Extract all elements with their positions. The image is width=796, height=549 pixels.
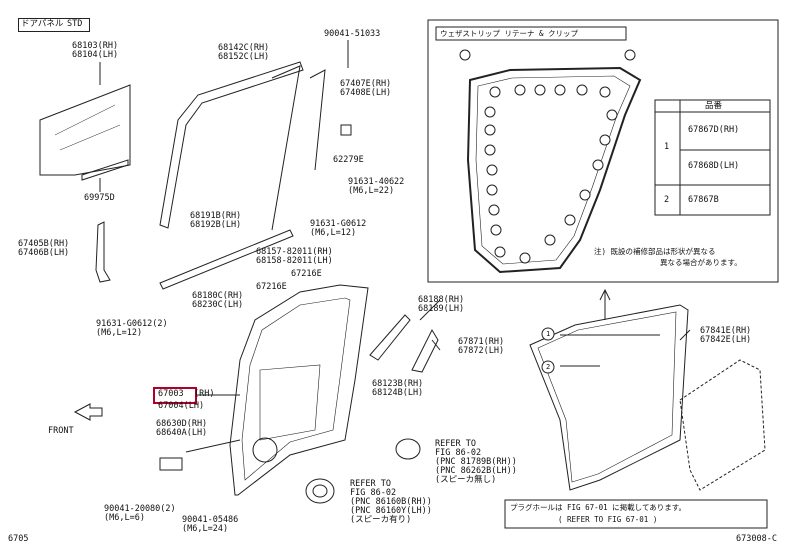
part-62279: 62279E [333, 155, 364, 165]
part-67003-side: (RH) [194, 389, 215, 399]
part-90041-20080: 90041-20080(2) (M6,L=6) [104, 504, 176, 523]
panel-label: ドアパネル [21, 19, 64, 29]
part-67216-a: 67216E [291, 269, 322, 279]
service-cover [679, 359, 766, 491]
part-91631-g0612-a: 91631-G0612 (M6,L=12) [310, 219, 367, 238]
weatherstrip [529, 304, 689, 491]
door-panel [229, 284, 369, 496]
refer-note-2: REFER TO FIG 86-02 (PNC 86160B(RH)) (PNC… [350, 479, 432, 525]
highlight-67003[interactable] [153, 387, 197, 404]
part-67405: 67405B(RH) 67406B(LH) [18, 239, 70, 258]
part-67841: 67841E(RH) 67842E(LH) [700, 326, 752, 345]
bracket [95, 221, 111, 283]
part-68123: 68123B(RH) 68124B(LH) [372, 379, 424, 398]
callout-2-text: 2 [546, 363, 551, 371]
inset-note-2: 異なる場合があります。 [660, 258, 742, 267]
part-91631-40622: 91631-40622 (M6,L=22) [348, 177, 405, 196]
garnish [369, 314, 411, 361]
inset-table-frame [654, 99, 771, 216]
belt-molding [159, 229, 294, 290]
part-69975: 69975D [84, 193, 115, 203]
latch [159, 457, 183, 471]
clip [340, 124, 352, 136]
inset-title-frame [435, 26, 627, 41]
callout-1-text: 1 [546, 330, 551, 338]
inset-frame [427, 19, 779, 283]
part-68188: 68188(RH) 68189(LH) [418, 295, 465, 314]
part-91631-g0612-b: 91631-G0612(2) (M6,L=12) [96, 319, 168, 338]
inset-weatherstrip [466, 66, 642, 274]
inset-row-1-part: 67867D(RH) [688, 125, 740, 135]
part-68142: 68142C(RH) 68152C(LH) [218, 43, 270, 62]
view-arrow [599, 288, 611, 320]
inset-clips [459, 49, 636, 264]
inset-row-2-part: 67868D(LH) [688, 161, 740, 171]
inset-note-1: 注) 既設の補修部品は形状が異なる [594, 247, 716, 256]
speaker-grille-2 [305, 478, 335, 504]
part-90041-05486: 90041-05486 (M6,L=24) [182, 515, 239, 534]
division-bar [309, 69, 326, 171]
plug-note-line2: ( REFER TO FIG 67-01 ) [558, 515, 658, 524]
inset-title: ウェザストリップ リテーナ & クリップ [440, 29, 578, 38]
refer-note-1: REFER TO FIG 86-02 (PNC 81789B(RH)) (PNC… [435, 439, 517, 485]
part-68630: 68630D(RH) 68640A(LH) [156, 419, 208, 438]
garnish-2 [411, 328, 439, 373]
inset-row-3-key: 2 [664, 195, 670, 205]
part-90041-51033: 90041-51033 [324, 29, 381, 39]
part-68103: 68103(RH) 68104(LH) [72, 41, 119, 60]
part-68191: 68191B(RH) 68192B(LH) [190, 211, 242, 230]
part-68180: 68180C(RH) 68230C(LH) [192, 291, 244, 310]
inset-table-header: 品番 [705, 101, 723, 111]
footer-right-code: 673008-C [736, 534, 777, 544]
part-67871: 67871(RH) 67872(LH) [458, 337, 505, 356]
plug-note-line1: プラグホールは FIG 67-01 に掲載してあります。 [510, 503, 686, 512]
part-68157: 68157-82011(RH) 68158-82011(LH) [256, 247, 333, 266]
callout-1 [541, 327, 555, 341]
inset-row-3-part: 67867B [688, 195, 719, 205]
rear-channel [271, 65, 301, 231]
speaker-grille-1 [395, 438, 421, 460]
glass-shape [39, 84, 131, 176]
part-67004: 67004(LH) [158, 401, 205, 411]
front-arrow [73, 403, 103, 421]
footer-left-code: 6705 [8, 534, 29, 544]
plug-note-frame [504, 499, 768, 529]
grade-label: STD [67, 19, 83, 29]
speaker-hole [252, 437, 278, 463]
glass-strip [81, 159, 129, 181]
callout-2 [541, 360, 555, 374]
front-label: FRONT [48, 426, 74, 436]
part-67216-b: 67216E [256, 282, 287, 292]
header-box: ドアパネル STD [18, 18, 90, 32]
part-67407: 67407E(RH) 67408E(LH) [340, 79, 392, 98]
part-67003[interactable]: 67003 [158, 389, 184, 399]
inset-row-1-key: 1 [664, 142, 670, 152]
run-channel [159, 61, 304, 229]
